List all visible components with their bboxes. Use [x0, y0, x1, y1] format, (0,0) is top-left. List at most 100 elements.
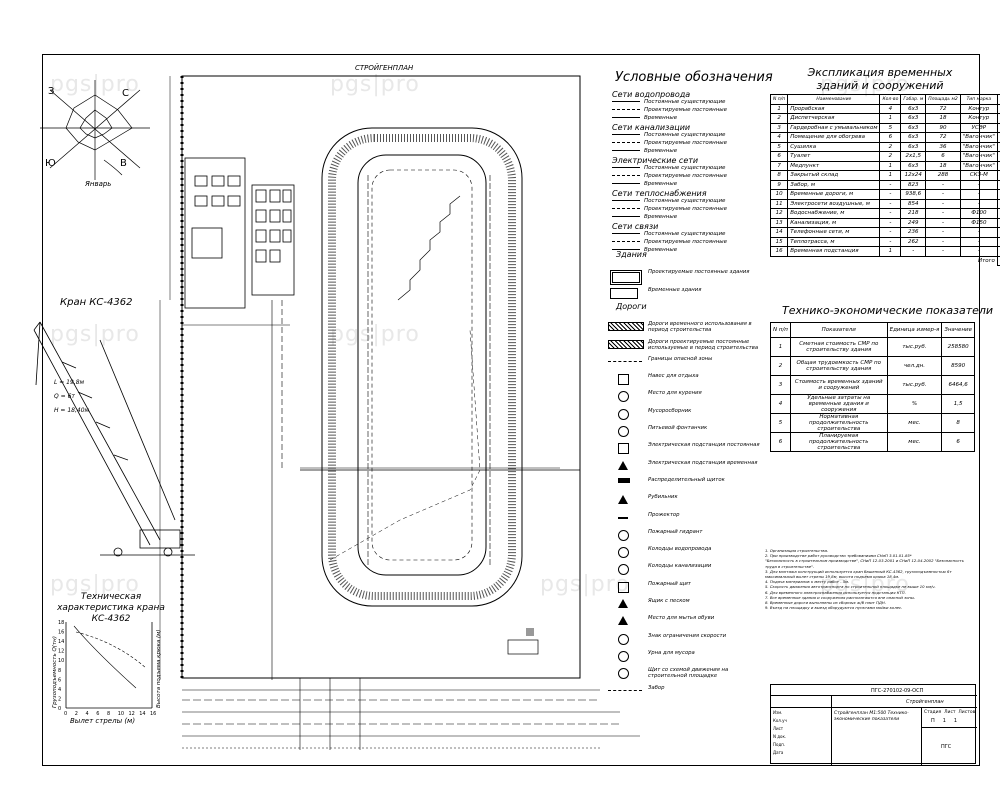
table-cell: 262 [900, 236, 927, 247]
line-symbol-icon [612, 149, 640, 152]
table-cell: 12 [769, 208, 789, 219]
note-line: 3. Для монтажа конструкций используется … [765, 568, 952, 574]
legend-symbol-label: Дороги временного использования в период… [648, 321, 752, 334]
legend-symbol-label: Рубильник [648, 494, 678, 501]
danger-zone-outer [321, 127, 523, 607]
legend-line-item: Постоянные существующие [612, 198, 772, 209]
crane-chart-capacity-curve [73, 625, 137, 689]
legend-symbol-label: Здания [616, 250, 647, 259]
table-cell: "Вагончик" [959, 132, 998, 143]
legend-symbol-label: Пожарный щит [648, 580, 691, 587]
table-cell: Удельные затраты на временные здания и с… [789, 394, 888, 414]
note-line: максимальный вылет стрелы 19,8м, высота … [765, 574, 900, 580]
legend-item-label: Постоянные существующие [644, 165, 726, 171]
tep-header-cell: Значение [941, 322, 975, 338]
legend-symbol-circle-icon [618, 668, 629, 680]
note-line: 1. Организация строительства. [765, 548, 829, 553]
danger-zone-hatch [328, 134, 516, 600]
line-symbol-icon [612, 182, 640, 185]
legend-symbol-label: Знак ограничения скорости [648, 632, 727, 639]
stamp-project: Стройгенплан [906, 699, 944, 705]
table-cell: 6х3 [900, 113, 927, 124]
table-cell: - [879, 236, 902, 247]
table-cell: 8590 [941, 356, 975, 376]
note-line: 8. Временные дороги выполнены из сборных… [765, 600, 886, 606]
crane-chart-x-tick: 0 [64, 711, 67, 717]
crane-chart-x-tick: 14 [139, 711, 145, 717]
legend-symbol-hatch-rect-icon [608, 339, 644, 349]
table-cell: Гардеробная с умывальником [787, 122, 881, 133]
legend-symbol-label: Урна для мусора [648, 649, 695, 656]
note-line: 5. Скорость движения автотранспорта по с… [765, 584, 936, 590]
table-cell: 6х3 [900, 103, 927, 114]
table-cell: Сушилка [787, 141, 881, 152]
note-line: 4. Подача материалов к месту работ - 5м. [765, 579, 850, 585]
table-cell: 11 [769, 198, 789, 209]
legend-symbol-label: Прожектор [648, 511, 680, 518]
table-cell: 218 [900, 208, 927, 219]
table-cell: 10 [769, 189, 789, 200]
legend-line-item: Проектируемые постоянные [612, 173, 772, 184]
crane-chart-ylabel-right: Высота подъема крюка (м) [156, 630, 162, 708]
line-symbol-icon [612, 116, 640, 119]
table-cell: 3 [770, 375, 791, 395]
table-cell: Телефонные сети, м [787, 227, 881, 238]
legend-symbol-triangle-icon [618, 599, 628, 608]
legend-symbol-dash-line-icon [608, 360, 642, 362]
table-cell: 258580 [941, 337, 975, 357]
table-cell: 6 [879, 132, 902, 143]
table-cell: Планируемая продолжительность строительс… [789, 432, 888, 452]
legend-symbol-triangle-icon [618, 616, 628, 626]
table-cell: 16 [769, 246, 789, 257]
total-row: Итого3870,7 [771, 255, 1000, 266]
table-cell: 1 [879, 160, 902, 171]
table-cell: 6х3 [900, 160, 927, 171]
table-cell: 6 [769, 151, 789, 162]
legend-item-label: Проектируемые постоянные [644, 173, 728, 179]
table-cell: 4 [879, 103, 902, 114]
legend-item-label: Постоянные существующие [644, 231, 726, 237]
stamp-label: N док. [773, 734, 787, 739]
table-cell: - [959, 246, 998, 257]
legend-symbol-label: Дороги [616, 301, 647, 311]
legend-item-label: Постоянные существующие [644, 132, 726, 138]
table-cell: мес. [886, 413, 943, 433]
table-cell: 5 [769, 141, 789, 152]
table-cell: 13 [769, 217, 789, 228]
note-line: 2. При производстве работ руководство тр… [765, 553, 912, 559]
legend-symbol-label: Колодцы канализации [648, 563, 712, 570]
table-cell: 8 [941, 413, 975, 433]
legend-item-label: Временные [644, 214, 678, 220]
table-cell: "Вагончик" [959, 160, 998, 171]
legend-symbol-label: Щит со схемой движения на строительной п… [648, 667, 729, 680]
table-cell: - [959, 179, 998, 190]
note-line: 7. Все временные здания и сооружения рас… [765, 594, 916, 600]
table-cell: 9 [769, 179, 789, 190]
legend-section: Сети теплоснабжения [612, 189, 772, 200]
legend-item-label: Временные [644, 247, 678, 253]
table-row: 2Диспетчерская16х318Контур172,02 [769, 113, 1000, 124]
table-cell: 236 [900, 227, 927, 238]
table-cell: - [925, 208, 961, 219]
legend-item-label: Проектируемые постоянные [644, 140, 728, 146]
crane-chart-y-tick: 10 [58, 658, 64, 664]
legend-section-label: Сети канализации [612, 123, 691, 132]
rose-s: Ю [45, 158, 56, 169]
stamp-sheet-name: Стройгенплан М1:500 Технико-экономически… [834, 711, 909, 722]
legend-symbol-label: Навес для отдыха [648, 373, 699, 380]
legend-symbol-circle-icon [618, 529, 629, 541]
table-cell: - [925, 198, 961, 209]
line-symbol-icon [612, 166, 640, 169]
table-cell: 4 [769, 132, 789, 143]
stage-h-list: Лист [944, 710, 956, 715]
legend-symbol-circle-icon [618, 564, 629, 576]
table-cell: 1 [879, 170, 902, 181]
table-cell: 2 [879, 141, 902, 152]
table-cell: Сметная стоимость СМР по строительству з… [789, 337, 888, 357]
legend-symbol-double-rect-icon [610, 270, 642, 286]
legend-symbol-circle-icon [618, 650, 629, 662]
